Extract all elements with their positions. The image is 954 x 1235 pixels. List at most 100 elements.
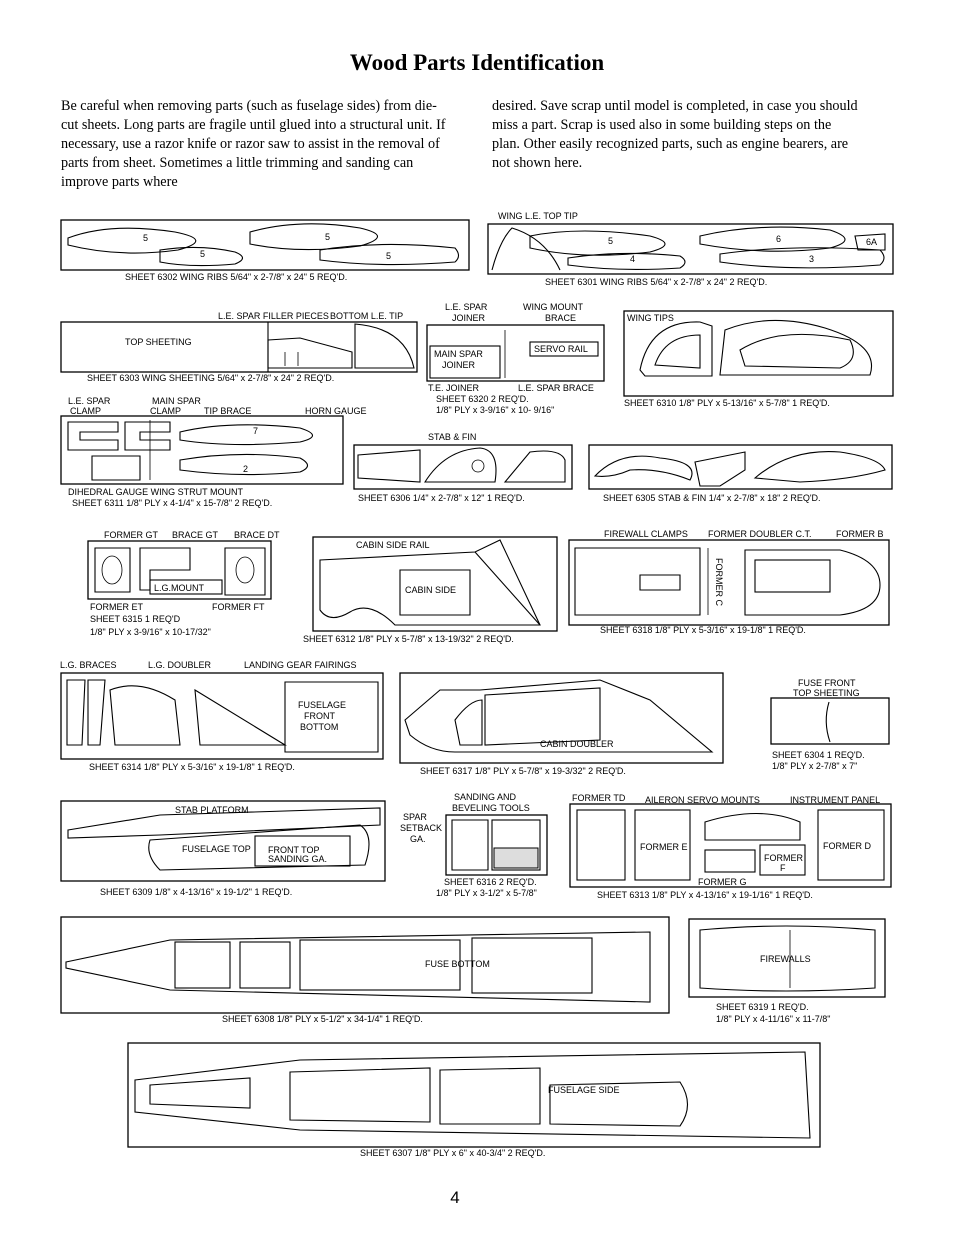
page-title: Wood Parts Identification [349,50,605,75]
part-label: BRACE DT [234,530,280,540]
part-label: FORMER GT [104,530,158,540]
sheet-caption: 1/8" PLY x 3-1/2" x 5-7/8" [436,888,537,898]
sheet-caption: SHEET 6311 1/8" PLY x 4-1/4" x 15-7/8" 2… [72,498,272,508]
sheet-6303: L.E. SPAR FILLER PIECES BOTTOM L.E. TIP … [60,311,418,383]
part-label: FIREWALL CLAMPS [604,529,688,539]
rib-label: 5 [608,236,613,246]
part-label: AILERON SERVO MOUNTS [645,795,760,805]
part-label: FUSE FRONT [798,678,856,688]
sheet-caption: SHEET 6312 1/8" PLY x 5-7/8" x 13-19/32"… [303,634,514,644]
part-label: GA. [410,834,426,844]
part-label: L.E. SPAR [445,302,488,312]
part-label: CABIN DOUBLER [540,739,614,749]
sheet-6302: 5 5 5 5 SHEET 6302 WING RIBS 5/64" x 2-7… [60,219,470,282]
sheet-caption: 1/8" PLY x 4-11/16" x 11-7/8" [716,1014,831,1024]
part-label: FORMER ET [90,602,144,612]
sheet-6317: CABIN DOUBLER SHEET 6317 1/8" PLY x 5-7/… [399,672,724,776]
part-label: MAIN SPAR [434,349,483,359]
part-label: FRONT [304,711,335,721]
part-label: FIREWALLS [760,954,811,964]
sheet-caption: SHEET 6307 1/8" PLY x 6" x 40-3/4" 2 REQ… [360,1148,545,1158]
part-label: SETBACK [400,823,442,833]
rib-label: 3 [809,254,814,264]
part-label: FUSELAGE TOP [182,844,251,854]
part-label: CABIN SIDE [405,585,456,595]
sheet-6301: WING L.E. TOP TIP 5 4 6 3 6A SHEET 6301 … [487,211,894,287]
part-label: CLAMP [70,406,101,416]
part-label: L.G. DOUBLER [148,660,212,670]
sheet-caption: SHEET 6304 1 REQ'D. [772,750,865,760]
rib-label: 4 [630,254,635,264]
sheet-caption: 1/8" PLY x 2-7/8" x 7" [772,761,857,771]
part-label: FUSE BOTTOM [425,959,490,969]
sheet-caption: SHEET 6314 1/8" PLY x 5-3/16" x 19-1/8" … [89,762,295,772]
rib-label: 5 [200,249,205,259]
sheet-6311: L.E. SPAR CLAMP MAIN SPAR CLAMP TIP BRAC… [60,396,367,508]
sheet-caption: SHEET 6316 2 REQ'D. [444,877,537,887]
sheet-6316: SANDING AND BEVELING TOOLS SPAR SETBACK … [400,792,548,898]
sheet-caption: SHEET 6319 1 REQ'D. [716,1002,809,1012]
part-label: LANDING GEAR FAIRINGS [244,660,357,670]
sheet-6314: L.G. BRACES L.G. DOUBLER LANDING GEAR FA… [60,660,384,772]
part-label: SANDING GA. [268,854,327,864]
sheet-6307: FUSELAGE SIDE SHEET 6307 1/8" PLY x 6" x… [127,1042,821,1158]
sheet-6313: FORMER TD AILERON SERVO MOUNTS INSTRUMEN… [569,793,892,900]
sheet-caption: 1/8" PLY x 3-9/16" x 10- 9/16" [436,405,554,415]
part-label: SPAR [403,812,427,822]
part-label: F [780,863,786,873]
part-label: BEVELING TOOLS [452,803,530,813]
part-label: L.E. SPAR [68,396,111,406]
part-label: FORMER D [823,841,871,851]
sheet-caption: SHEET 6317 1/8" PLY x 5-7/8" x 19-3/32" … [420,766,626,776]
part-label: FORMER C [714,558,724,606]
rib-label: 6A [866,237,877,247]
sheet-6318: FIREWALL CLAMPS FORMER DOUBLER C.T. FORM… [568,529,890,635]
sheet-6309: STAB PLATFORM FUSELAGE TOP FRONT TOP SAN… [60,800,386,897]
part-label: SERVO RAIL [534,344,588,354]
part-label: STAB & FIN [428,432,476,442]
part-label: L.G. BRACES [60,660,117,670]
sheet-caption: SHEET 6310 1/8" PLY x 5-13/16" x 5-7/8" … [624,398,830,408]
part-label: FRONT TOP [268,845,320,855]
part-label: WING MOUNT [523,302,583,312]
part-label: FORMER TD [572,793,626,803]
rib-label: 2 [243,464,248,474]
sheet-caption: SHEET 6302 WING RIBS 5/64" x 2-7/8" x 24… [125,272,347,282]
rib-label: 5 [386,251,391,261]
part-label: BOTTOM [300,722,338,732]
part-label: FORMER E [640,842,688,852]
sheet-caption: SHEET 6318 1/8" PLY x 5-3/16" x 19-1/8" … [600,625,806,635]
part-label: FORMER DOUBLER C.T. [708,529,812,539]
intro-paragraph-right: desired. Save scrap until model is compl… [492,98,858,171]
sheet-caption: SHEET 6315 1 REQ'D [90,614,181,624]
sheet-6315: FORMER GT BRACE GT BRACE DT L.G.MOUNT FO… [87,530,280,637]
part-label: L.E. SPAR BRACE [518,383,594,393]
sheet-6306: STAB & FIN SHEET 6306 1/4" x 2-7/8" x 12… [353,432,573,503]
part-label: FORMER FT [212,602,265,612]
part-label: FORMER B [836,529,884,539]
sheet-caption: SHEET 6301 WING RIBS 5/64" x 2-7/8" x 24… [545,277,767,287]
sheet-caption: DIHEDRAL GAUGE WING STRUT MOUNT [68,487,244,497]
part-label: FUSELAGE SIDE [548,1085,620,1095]
part-label: CABIN SIDE RAIL [356,540,430,550]
sheet-6305: SHEET 6305 STAB & FIN 1/4" x 2-7/8" x 18… [588,444,893,503]
part-label: HORN GAUGE [305,406,367,416]
rib-label: 5 [325,232,330,242]
part-label: TOP SHEETING [125,337,192,347]
part-label: SANDING AND [454,792,517,802]
part-label: L.G.MOUNT [154,583,205,593]
part-label: WING TIPS [627,313,674,323]
sheet-6312: CABIN SIDE RAIL CABIN SIDE SHEET 6312 1/… [303,536,558,644]
sheet-caption: SHEET 6306 1/4" x 2-7/8" x 12" 1 REQ'D. [358,493,525,503]
sheet-caption: SHEET 6313 1/8" PLY x 4-13/16" x 19-1/16… [597,890,813,900]
part-label: T.E. JOINER [428,383,480,393]
part-label: FORMER [764,853,803,863]
sheet-6310: WING TIPS SHEET 6310 1/8" PLY x 5-13/16"… [623,310,894,408]
part-label: BRACE GT [172,530,219,540]
rib-label: 7 [253,426,258,436]
rib-label: 5 [143,233,148,243]
sheet-6304: FUSE FRONT TOP SHEETING SHEET 6304 1 REQ… [770,678,890,771]
part-label: TOP SHEETING [793,688,860,698]
sheet-caption: 1/8" PLY x 3-9/16" x 10-17/32" [90,627,211,637]
part-label: FUSELAGE [298,700,346,710]
